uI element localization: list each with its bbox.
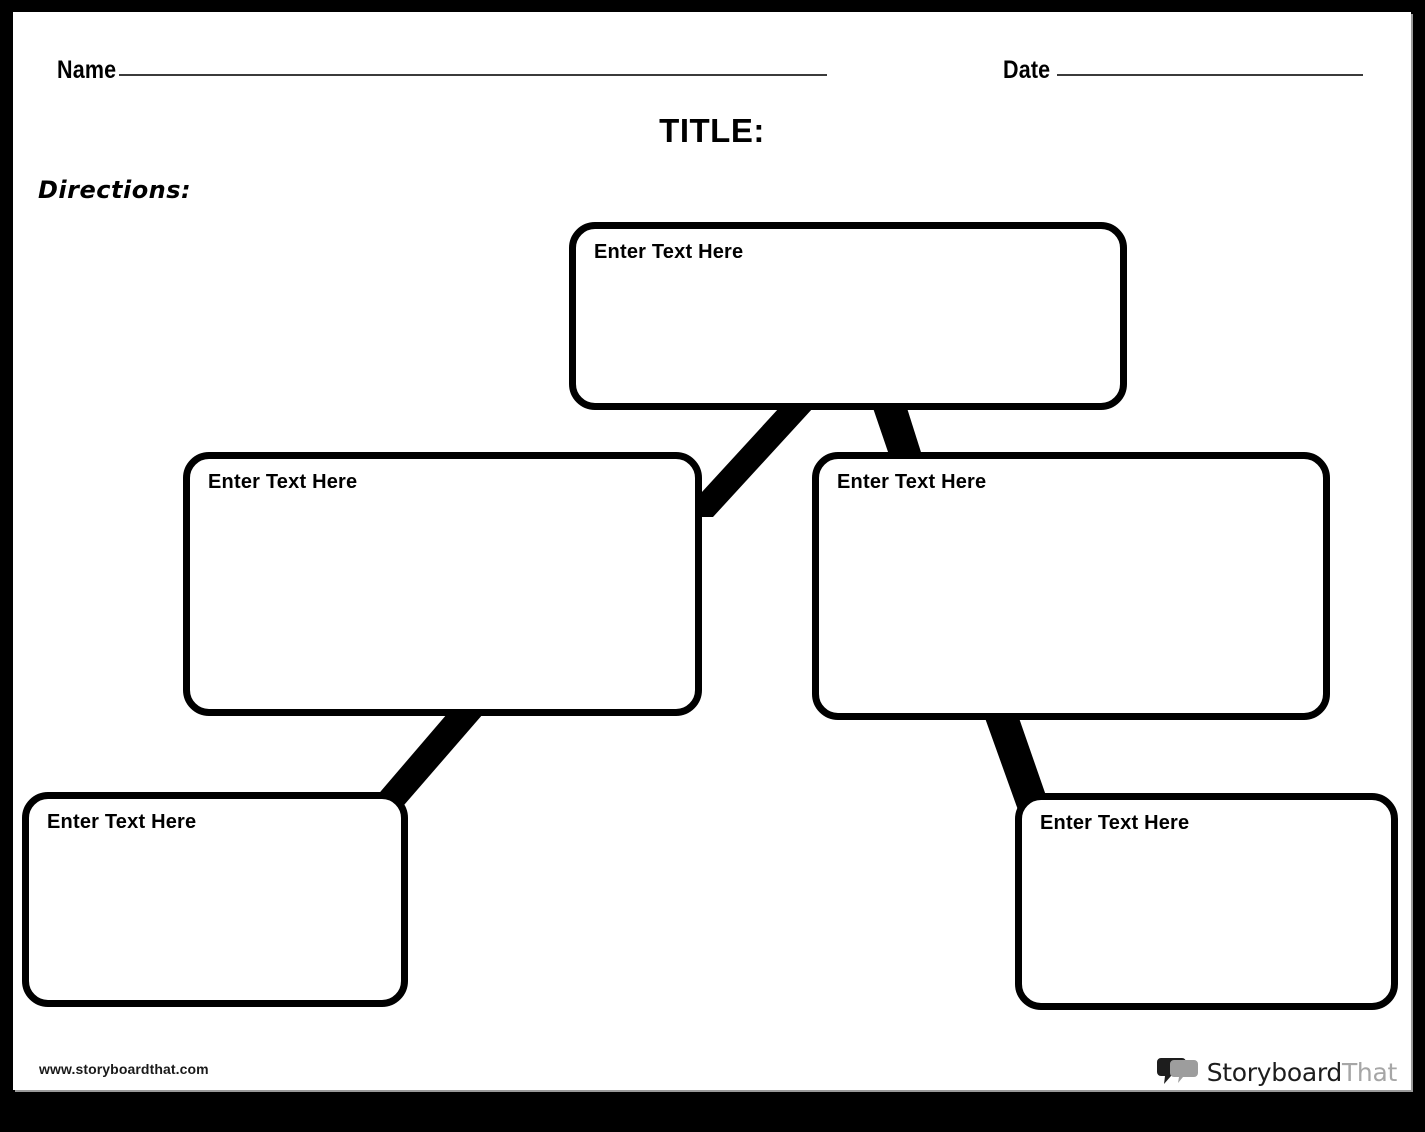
node-label-middle-left[interactable]: Enter Text Here bbox=[208, 471, 358, 493]
page-title[interactable]: TITLE: bbox=[659, 112, 765, 149]
node-box-top[interactable]: Enter Text Here bbox=[569, 222, 1127, 410]
date-input-line[interactable] bbox=[1057, 74, 1363, 76]
brand-wordmark: StoryboardThat bbox=[1206, 1057, 1398, 1087]
node-label-bottom-left[interactable]: Enter Text Here bbox=[47, 811, 197, 833]
node-label-bottom-right[interactable]: Enter Text Here bbox=[1040, 812, 1190, 834]
node-box-bottom-left[interactable]: Enter Text Here bbox=[22, 792, 408, 1007]
name-label: Name bbox=[57, 56, 117, 84]
node-label-top[interactable]: Enter Text Here bbox=[594, 241, 744, 263]
date-label: Date bbox=[1003, 56, 1051, 84]
node-box-middle-left[interactable]: Enter Text Here bbox=[183, 452, 702, 716]
storyboardthat-logo[interactable]: StoryboardThat bbox=[1156, 1055, 1398, 1089]
name-input-line[interactable] bbox=[119, 74, 827, 76]
worksheet-page: Name Date TITLE: Directions: Enter Text … bbox=[13, 12, 1411, 1090]
brand-primary: Storyboard bbox=[1206, 1057, 1343, 1087]
speech-bubbles-icon bbox=[1156, 1058, 1198, 1084]
directions-label[interactable]: Directions: bbox=[38, 176, 192, 204]
node-box-bottom-right[interactable]: Enter Text Here bbox=[1015, 793, 1398, 1010]
node-label-middle-right[interactable]: Enter Text Here bbox=[837, 471, 987, 493]
brand-secondary: That bbox=[1341, 1057, 1397, 1087]
node-box-middle-right[interactable]: Enter Text Here bbox=[812, 452, 1330, 720]
footer-url[interactable]: www.storyboardthat.com bbox=[39, 1061, 209, 1077]
